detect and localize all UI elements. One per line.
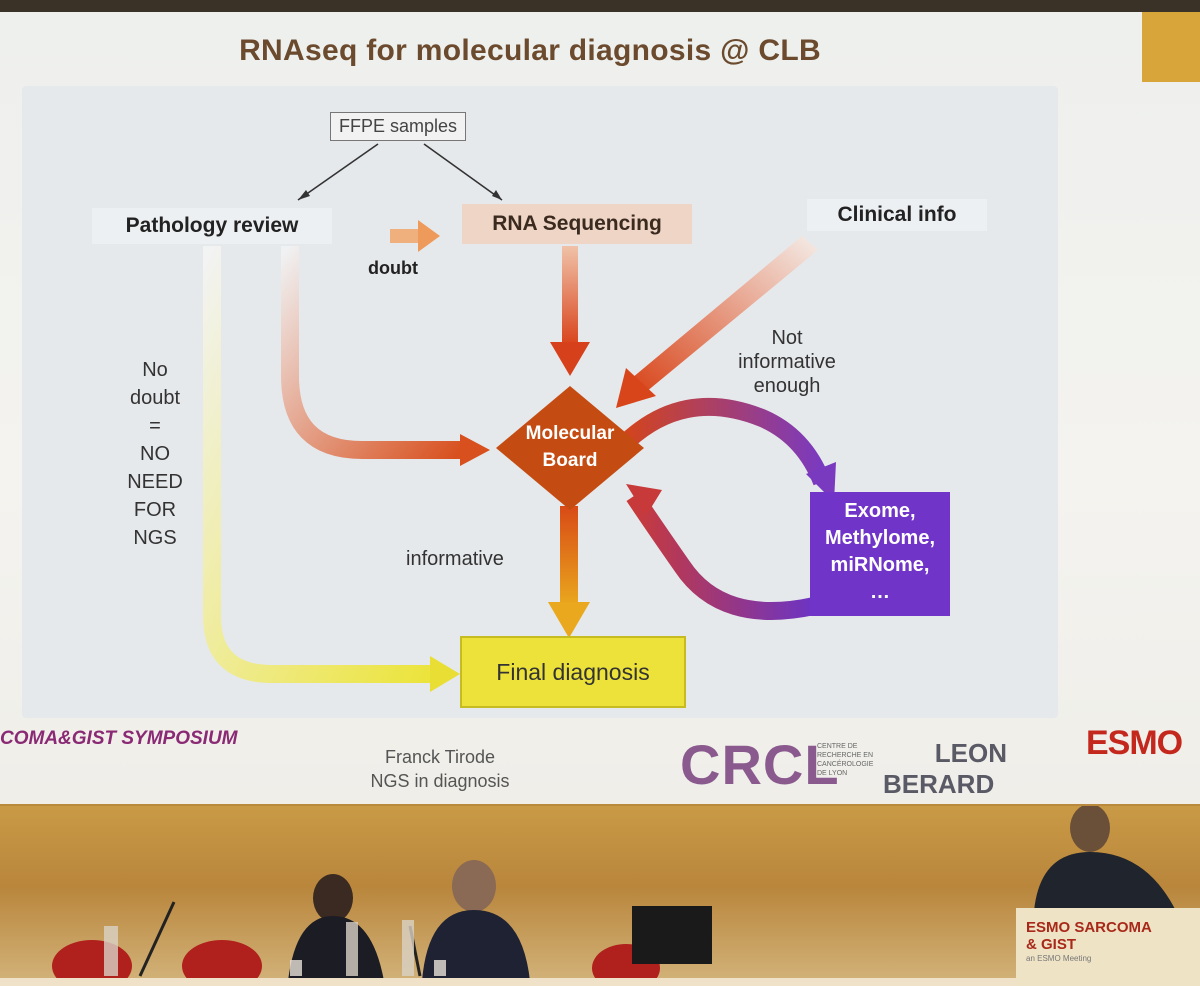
conference-stage: [0, 806, 1200, 986]
projected-slide: RNAseq for molecular diagnosis @ CLB: [0, 12, 1200, 804]
doubt-label: doubt: [368, 258, 418, 278]
red-chair: [182, 940, 262, 986]
ffpe-samples-box: FFPE samples: [330, 112, 467, 141]
not-informative-label: Not informative enough: [738, 327, 836, 397]
panelist-man: [452, 860, 496, 912]
flow-arrows: [203, 143, 836, 692]
panelist-woman: [313, 874, 353, 922]
omics-box: Exome, Methylome, miRNome, …: [810, 492, 950, 616]
presenter-credit: Franck Tirode NGS in diagnosis: [370, 747, 510, 791]
crcl-logo: CRCL: [680, 733, 840, 796]
pathology-review-node: Pathology review: [92, 208, 332, 244]
stage-scene: [52, 806, 1176, 986]
informative-label: informative: [406, 548, 504, 570]
panel-table: [0, 978, 1200, 986]
molecular-board-label: Molecular Board: [525, 423, 615, 471]
esmo-logo: ESMO: [1086, 724, 1183, 762]
monitor: [632, 906, 712, 964]
podium-sign: ESMO SARCOMA & GIST: [1026, 919, 1152, 953]
room-ceiling: [0, 0, 1200, 14]
slide-corner-accent: [1142, 12, 1200, 82]
clinical-info-node: Clinical info: [807, 199, 987, 231]
no-doubt-label: No doubt = NO NEED FOR NGS: [127, 359, 183, 549]
crcl-logo-subtitle: CENTRE DE RECHERCHE EN CANCÉROLOGIE DE L…: [817, 743, 874, 777]
slide-title: RNAseq for molecular diagnosis @ CLB: [239, 34, 821, 67]
diagram-panel: FFPE samples Pathology review RNA Sequen…: [22, 86, 1058, 718]
rna-sequencing-node: RNA Sequencing: [462, 204, 692, 244]
molecular-board-diamond: [496, 386, 644, 510]
podium: [1016, 908, 1200, 986]
symposium-footer: COMA&GIST SYMPOSIUM: [0, 728, 238, 749]
podium-subtitle: an ESMO Meeting: [1026, 954, 1092, 963]
speaker: [1070, 806, 1110, 852]
leon-berard-logo: LEON BERARD: [883, 738, 1007, 799]
final-diagnosis-node: Final diagnosis: [460, 636, 686, 708]
